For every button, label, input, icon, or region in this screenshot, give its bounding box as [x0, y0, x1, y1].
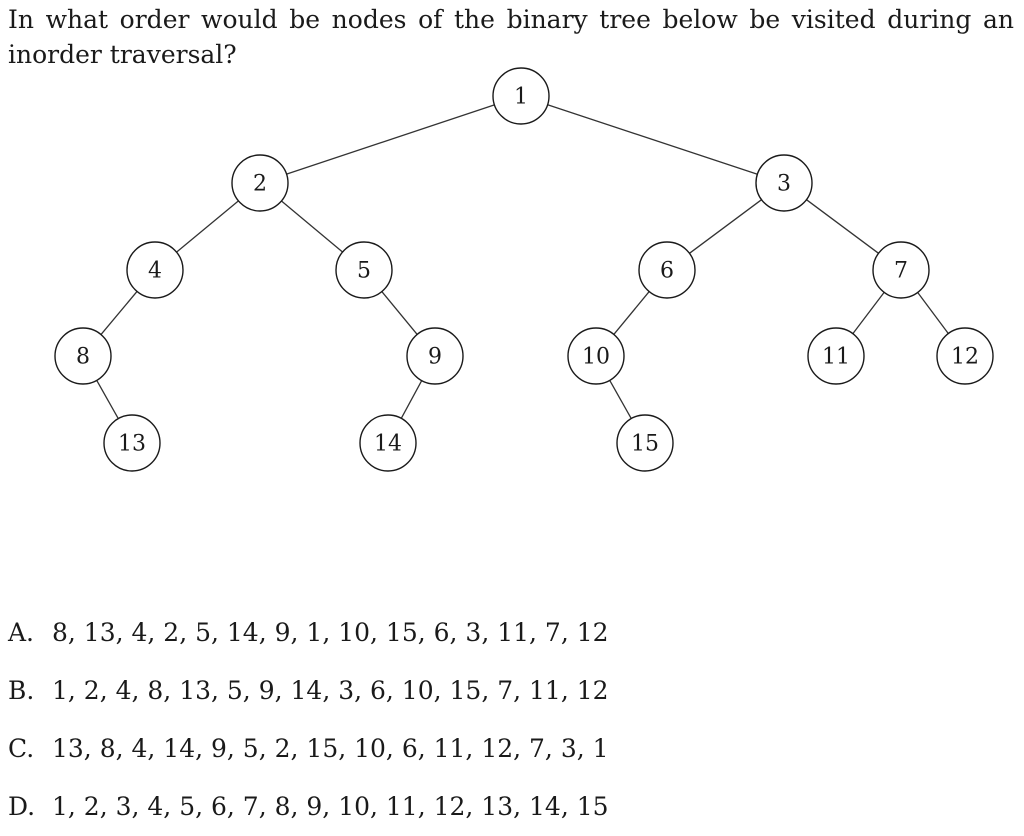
tree-node-label: 5 [357, 259, 371, 284]
tree-edge-2-5 [281, 200, 343, 253]
option-c[interactable]: C. 13, 8, 4, 14, 9, 5, 2, 15, 10, 6, 11, … [8, 720, 609, 778]
tree-node-7: 7 [872, 241, 930, 299]
tree-node-circle [231, 154, 289, 212]
tree-edge-8-13 [96, 380, 119, 419]
tree-edge-3-7 [806, 199, 879, 254]
tree-node-label: 1 [514, 85, 528, 110]
tree-edge-9-14 [400, 380, 423, 419]
tree-node-circle [126, 241, 184, 299]
tree-node-9: 9 [406, 327, 464, 385]
tree-node-circle [872, 241, 930, 299]
tree-node-2: 2 [231, 154, 289, 212]
tree-node-circle [567, 327, 625, 385]
tree-node-label: 9 [428, 345, 442, 370]
tree-node-label: 4 [148, 259, 162, 284]
tree-node-circle [616, 414, 674, 472]
option-d-text: 1, 2, 3, 4, 5, 6, 7, 8, 9, 10, 11, 12, 1… [52, 792, 609, 821]
tree-edge-6-10 [613, 291, 650, 335]
tree-node-6: 6 [638, 241, 696, 299]
tree-node-label: 7 [894, 259, 908, 284]
tree-node-circle [103, 414, 161, 472]
tree-node-1: 1 [492, 67, 550, 125]
option-b-text: 1, 2, 4, 8, 13, 5, 9, 14, 3, 6, 10, 15, … [52, 676, 609, 705]
option-a-text: 8, 13, 4, 2, 5, 14, 9, 1, 10, 15, 6, 3, … [52, 618, 609, 647]
tree-node-5: 5 [335, 241, 393, 299]
tree-node-label: 10 [582, 345, 610, 370]
option-b-letter: B. [8, 676, 35, 705]
tree-edge-7-12 [917, 292, 949, 334]
tree-node-13: 13 [103, 414, 161, 472]
tree-node-circle [936, 327, 994, 385]
tree-node-label: 14 [374, 432, 402, 457]
option-d[interactable]: D. 1, 2, 3, 4, 5, 6, 7, 8, 9, 10, 11, 12,… [8, 778, 609, 836]
option-a-letter: A. [8, 618, 35, 647]
tree-node-4: 4 [126, 241, 184, 299]
tree-node-circle [54, 327, 112, 385]
tree-node-label: 11 [822, 345, 850, 370]
option-b[interactable]: B. 1, 2, 4, 8, 13, 5, 9, 14, 3, 6, 10, 15… [8, 662, 609, 720]
tree-edge-1-3 [547, 104, 758, 175]
tree-edge-5-9 [381, 291, 418, 335]
tree-node-circle [755, 154, 813, 212]
tree-node-14: 14 [359, 414, 417, 472]
question-text: In what order would be nodes of the bina… [8, 5, 1014, 69]
tree-node-label: 6 [660, 259, 674, 284]
tree-edge-3-6 [689, 199, 762, 254]
tree-edge-7-11 [852, 291, 885, 335]
tree-edge-2-4 [176, 200, 239, 253]
tree-node-12: 12 [936, 327, 994, 385]
tree-node-circle [638, 241, 696, 299]
tree-node-15: 15 [616, 414, 674, 472]
tree-node-label: 8 [76, 345, 90, 370]
tree-node-label: 2 [253, 172, 267, 197]
tree-node-circle [406, 327, 464, 385]
tree-node-label: 12 [951, 345, 979, 370]
tree-node-circle [492, 67, 550, 125]
tree-node-8: 8 [54, 327, 112, 385]
option-a[interactable]: A. 8, 13, 4, 2, 5, 14, 9, 1, 10, 15, 6, 3… [8, 604, 609, 662]
tree-edge-1-2 [286, 104, 495, 175]
tree-node-label: 15 [631, 432, 659, 457]
tree-node-circle [807, 327, 865, 385]
tree-node-circle [359, 414, 417, 472]
tree-node-circle [335, 241, 393, 299]
tree-node-label: 3 [777, 172, 791, 197]
tree-edges [96, 104, 949, 419]
option-c-text: 13, 8, 4, 14, 9, 5, 2, 15, 10, 6, 11, 12… [52, 734, 609, 763]
tree-node-10: 10 [567, 327, 625, 385]
tree-node-11: 11 [807, 327, 865, 385]
option-c-letter: C. [8, 734, 35, 763]
tree-node-label: 13 [118, 432, 146, 457]
tree-edge-10-15 [609, 380, 632, 419]
answer-options: A. 8, 13, 4, 2, 5, 14, 9, 1, 10, 15, 6, 3… [8, 604, 609, 836]
option-d-letter: D. [8, 792, 36, 821]
tree-edge-4-8 [100, 291, 138, 335]
tree-node-3: 3 [755, 154, 813, 212]
